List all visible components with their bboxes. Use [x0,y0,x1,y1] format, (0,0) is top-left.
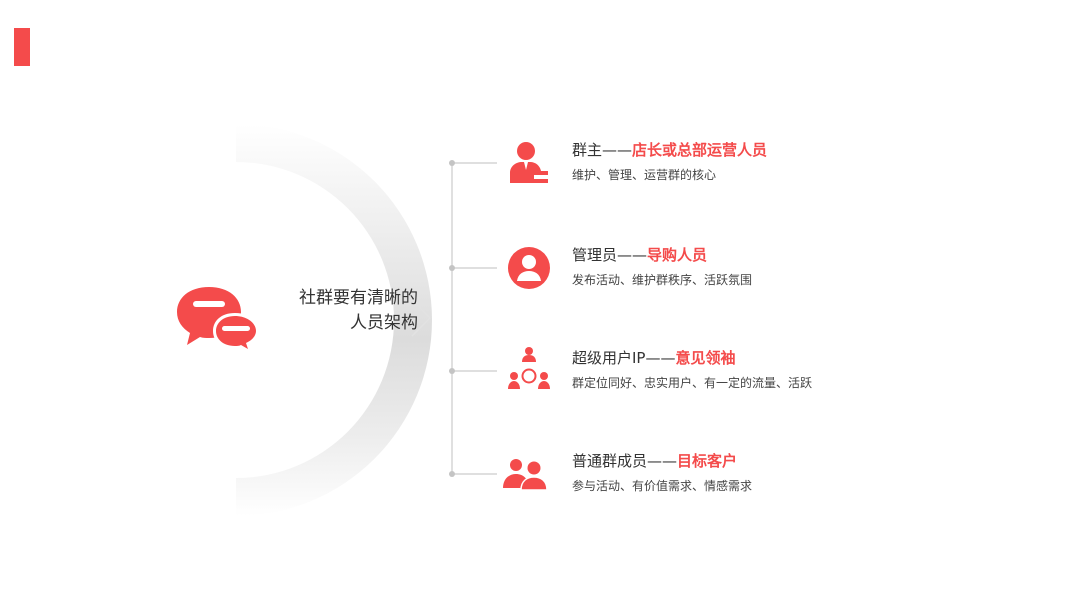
role-highlight: 导购人员 [647,246,708,264]
role-title: 超级用户IP——意见领袖 [572,347,736,369]
role-description: 发布活动、维护群秩序、活跃氛围 [572,273,753,287]
role-super-user: 超级用户IP——意见领袖 群定位同好、忠实用户、有一定的流量、活跃 [500,347,900,407]
role-title: 普通群成员——目标客户 [572,450,737,472]
network-users-icon [508,347,550,389]
center-label-line2: 人员架构 [350,313,418,333]
role-title: 管理员——导购人员 [572,244,707,266]
chat-bubbles-icon [177,287,259,354]
role-group-owner: 群主——店长或总部运营人员 维护、管理、运营群的核心 [500,139,900,199]
role-member: 普通群成员——目标客户 参与活动、有价值需求、情感需求 [500,450,900,510]
role-name: 超级用户IP [572,349,646,367]
role-separator: —— [617,246,648,264]
role-highlight: 目标客户 [677,452,738,470]
center-label-line1: 社群要有清晰的 [299,288,418,308]
person-desk-icon [510,142,548,183]
role-description: 参与活动、有价值需求、情感需求 [572,479,753,493]
role-separator: —— [602,141,633,159]
role-admin: 管理员——导购人员 发布活动、维护群秩序、活跃氛围 [500,244,900,304]
role-separator: —— [645,349,676,367]
role-name: 群主 [572,141,603,159]
user-circle-icon [508,247,550,289]
center-label: 社群要有清晰的 人员架构 [268,286,418,348]
role-description: 维护、管理、运营群的核心 [572,168,717,182]
role-name: 管理员 [572,246,618,264]
role-highlight: 店长或总部运营人员 [632,141,768,159]
role-title: 群主——店长或总部运营人员 [572,139,767,161]
role-name: 普通群成员 [572,452,648,470]
title-accent-bar [14,28,30,66]
role-separator: —— [647,452,678,470]
role-highlight: 意见领袖 [675,349,736,367]
role-description: 群定位同好、忠实用户、有一定的流量、活跃 [572,376,813,390]
group-users-icon [503,459,548,491]
